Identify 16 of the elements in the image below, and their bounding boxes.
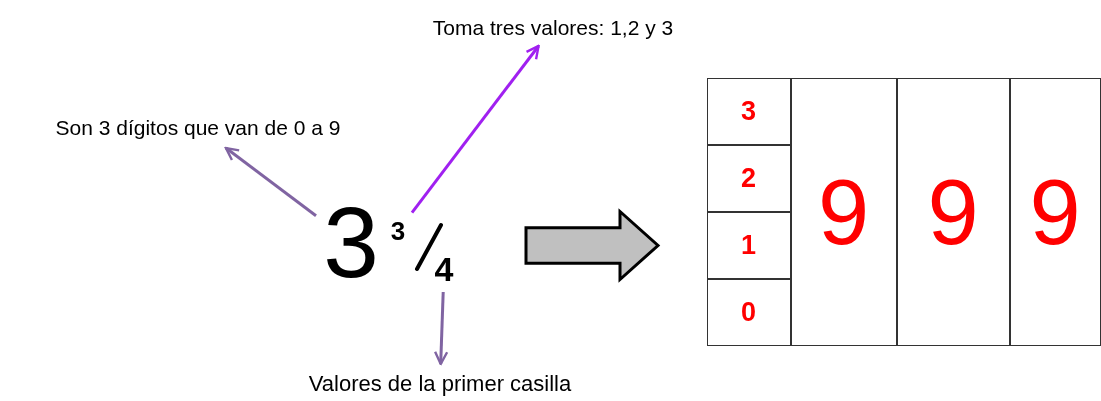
table-cell: 3 [706, 77, 791, 145]
table-cell: 2 [706, 144, 791, 212]
arrow [433, 291, 449, 366]
numerator-digit: 3 [388, 216, 408, 246]
whole-number: 3 [320, 190, 382, 294]
block-arrow [524, 208, 661, 283]
table-cell: 1 [706, 211, 791, 279]
table-cell: 9 [896, 77, 1010, 346]
table-cell: 0 [706, 278, 791, 346]
denominator-digit: 4 [428, 250, 460, 288]
arrow [410, 44, 540, 214]
note-text: Toma tres valores: 1,2 y 3 [403, 12, 703, 42]
note-text: Son 3 dígitos que van de 0 a 9 [8, 110, 388, 144]
arrow [224, 146, 317, 217]
note-text: Valores de la primer casilla [270, 368, 610, 400]
table-cell: 9 [790, 77, 897, 346]
